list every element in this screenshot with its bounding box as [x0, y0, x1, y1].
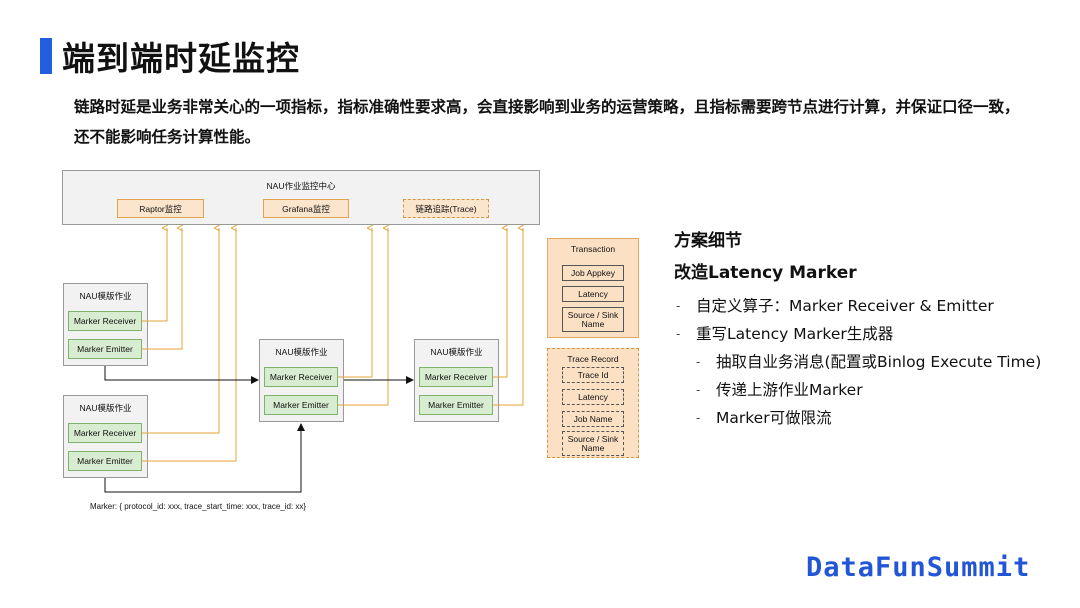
- monitor-center-title: NAU作业监控中心: [266, 181, 336, 191]
- trace-field-id: Trace Id: [562, 367, 624, 383]
- marker-emitter-label: Marker Emitter: [428, 400, 484, 410]
- job-title-2: NAU模版作业: [79, 403, 132, 413]
- flow-j2-to-j3: [104, 423, 305, 493]
- bullet-dash: -: [676, 299, 681, 313]
- trace-monitor-label: 链路追踪(Trace): [415, 203, 477, 214]
- marker-receiver-label: Marker Receiver: [73, 316, 137, 326]
- bullet-dash: -: [676, 327, 681, 341]
- trace-record-title: Trace Record: [567, 354, 619, 364]
- marker-emitter-2: Marker Emitter: [68, 451, 142, 471]
- detail-item-2: - 重写Latency Marker生成器: [674, 320, 1064, 348]
- marker-caption: Marker: { protocol_id: xxx, trace_start_…: [90, 502, 307, 511]
- field-label: Trace Id: [577, 369, 609, 380]
- marker-emitter-3: Marker Emitter: [264, 395, 338, 415]
- bullet-dash: -: [696, 383, 701, 397]
- brand-logo: DataFunSummit: [806, 552, 1031, 583]
- wire-j3-receiver: [338, 228, 372, 378]
- marker-receiver-3: Marker Receiver: [264, 367, 338, 387]
- bullet-dash: -: [696, 355, 701, 369]
- transaction-field-source-sink: Source / Sink Name: [562, 307, 624, 332]
- field-label: Latency: [578, 391, 608, 402]
- bullet-dash: -: [696, 411, 701, 425]
- marker-receiver-label: Marker Receiver: [73, 428, 137, 438]
- marker-receiver-4: Marker Receiver: [419, 367, 493, 387]
- intro-line-1: 链路时延是业务非常关心的一项指标，指标准确性要求高，会直接影响到业务的运营策略，…: [74, 98, 1020, 116]
- job-title-3: NAU模版作业: [275, 347, 328, 357]
- detail-item-1: - 自定义算子：Marker Receiver & Emitter: [674, 292, 1064, 320]
- raptor-monitor-box: Raptor监控: [117, 199, 204, 218]
- job-title-4: NAU模版作业: [430, 347, 483, 357]
- field-label: Source / Sink Name: [567, 433, 619, 453]
- intro-paragraph: 链路时延是业务非常关心的一项指标，指标准确性要求高，会直接影响到业务的运营策略，…: [74, 92, 1054, 152]
- marker-receiver-2: Marker Receiver: [68, 423, 142, 443]
- field-label: Source / Sink Name: [567, 309, 619, 329]
- marker-emitter-label: Marker Emitter: [77, 456, 133, 466]
- detail-item-text: 重写Latency Marker生成器: [696, 325, 894, 343]
- transaction-field-appkey: Job Appkey: [562, 265, 624, 281]
- marker-receiver-label: Marker Receiver: [424, 372, 488, 382]
- field-label: Job Name: [573, 413, 613, 424]
- wire-j4-emitter: [493, 228, 523, 406]
- trace-field-job-name: Job Name: [562, 411, 624, 427]
- detail-subitem-text: 抽取自业务消息(配置或Binlog Execute Time): [716, 353, 1042, 371]
- detail-subitem-1: - 抽取自业务消息(配置或Binlog Execute Time): [674, 348, 1064, 376]
- wire-j3-emitter: [338, 228, 388, 406]
- page-title: 端到端时延监控: [62, 39, 300, 78]
- trace-field-latency: Latency: [562, 389, 624, 405]
- marker-receiver-1: Marker Receiver: [68, 311, 142, 331]
- marker-emitter-label: Marker Emitter: [273, 400, 329, 410]
- transaction-title: Transaction: [570, 244, 616, 254]
- intro-line-2: 还不能影响任务计算性能。: [74, 128, 261, 146]
- wire-j1-emitter: [142, 228, 182, 350]
- detail-subitem-2: - 传递上游作业Marker: [674, 376, 1064, 404]
- transaction-field-latency: Latency: [562, 286, 624, 302]
- wire-j2-emitter: [142, 228, 236, 462]
- marker-emitter-4: Marker Emitter: [419, 395, 493, 415]
- wire-j4-receiver: [493, 228, 507, 378]
- field-label: Latency: [578, 288, 608, 299]
- detail-subheading: 改造Latency Marker: [674, 263, 857, 283]
- grafana-monitor-label: Grafana监控: [282, 203, 330, 214]
- field-label: Job Appkey: [571, 267, 615, 278]
- job-title-1: NAU模版作业: [79, 291, 132, 301]
- trace-field-source-sink: Source / Sink Name: [562, 431, 624, 456]
- grafana-monitor-box: Grafana监控: [263, 199, 349, 218]
- wire-j1-receiver: [142, 228, 167, 322]
- marker-receiver-label: Marker Receiver: [269, 372, 333, 382]
- detail-subitem-3: - Marker可做限流: [674, 404, 1064, 432]
- detail-section: 方案细节 改造Latency Marker - 自定义算子：Marker Rec…: [674, 228, 1064, 432]
- detail-heading: 方案细节: [674, 231, 742, 251]
- wire-j2-receiver: [142, 228, 219, 434]
- detail-item-text: 自定义算子：Marker Receiver & Emitter: [696, 297, 994, 315]
- raptor-monitor-label: Raptor监控: [139, 203, 182, 214]
- detail-subitem-text: 传递上游作业Marker: [716, 381, 863, 399]
- flow-j1-to-j3: [104, 366, 259, 384]
- marker-emitter-1: Marker Emitter: [68, 339, 142, 359]
- trace-monitor-box: 链路追踪(Trace): [403, 199, 489, 218]
- marker-emitter-label: Marker Emitter: [77, 344, 133, 354]
- title-accent-bar: [40, 38, 52, 74]
- detail-subitem-text: Marker可做限流: [716, 409, 832, 427]
